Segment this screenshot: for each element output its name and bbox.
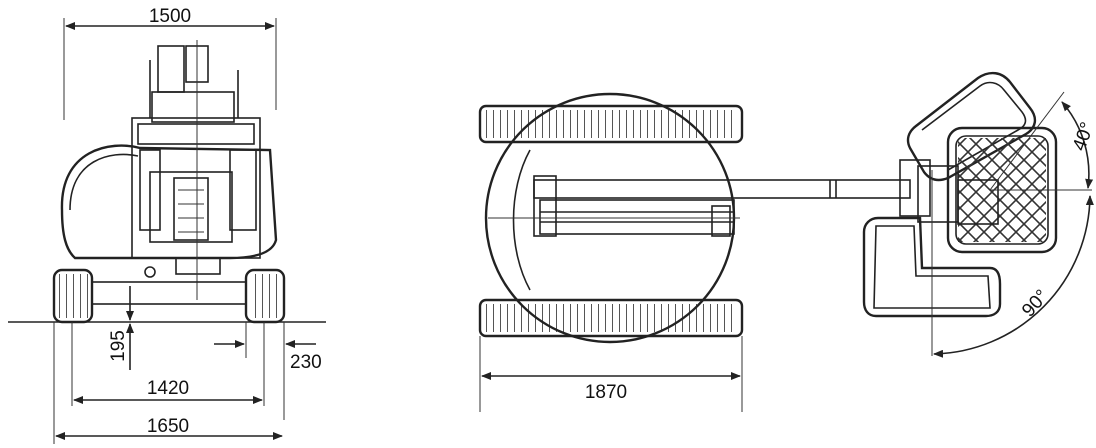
dim-overall-width-label: 1650: [147, 416, 189, 437]
dimension-track-width: 230: [214, 322, 322, 420]
boom-arm: [488, 159, 931, 237]
dimension-top-width: 1500: [63, 6, 277, 120]
dimension-track-gauge: 1420: [71, 322, 265, 406]
machine-body-front: [60, 40, 278, 300]
track-left-front: [52, 268, 94, 324]
track-right-front: [244, 268, 286, 324]
dimension-track-length: 1870: [479, 336, 743, 412]
top-view: 40° 90° 1870: [478, 71, 1096, 412]
front-view: 1500: [8, 6, 326, 444]
dim-track-length-label: 1870: [585, 382, 627, 403]
dim-top-width-label: 1500: [149, 6, 191, 27]
undercarriage: [91, 281, 247, 305]
angle-swing-label: 90°: [1018, 286, 1053, 321]
counterweight-arc: [512, 149, 531, 291]
dimension-ground-clearance: 195: [108, 286, 134, 370]
track-upper-top: [478, 104, 744, 144]
track-lower-top: [478, 298, 744, 338]
dim-track-width-label: 230: [290, 352, 322, 373]
dim-track-gauge-label: 1420: [147, 378, 189, 399]
dim-ground-clearance-label: 195: [108, 330, 129, 362]
dimension-overall-width: 1650: [53, 322, 283, 444]
angle-basket-label: 40°: [1069, 120, 1096, 154]
